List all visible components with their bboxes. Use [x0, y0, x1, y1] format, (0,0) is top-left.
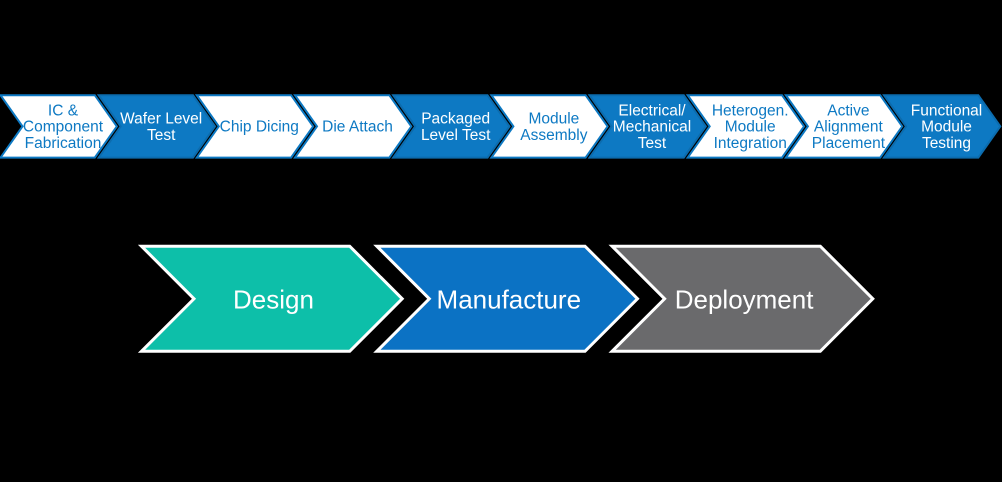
svg-text:Chip Dicing: Chip Dicing: [220, 119, 299, 136]
svg-text:Active: Active: [827, 102, 869, 119]
svg-text:Manufacture: Manufacture: [437, 284, 582, 314]
svg-text:Alignment: Alignment: [814, 119, 884, 136]
svg-text:Functional: Functional: [911, 102, 983, 119]
svg-text:Module: Module: [725, 119, 776, 136]
svg-text:Integration: Integration: [714, 135, 787, 152]
svg-text:Design: Design: [233, 284, 314, 314]
svg-text:Electrical/: Electrical/: [618, 102, 686, 119]
svg-text:Module: Module: [528, 111, 579, 128]
svg-text:Testing: Testing: [922, 135, 971, 152]
svg-text:Packaged: Packaged: [421, 111, 490, 128]
svg-text:Assembly: Assembly: [520, 127, 587, 144]
svg-text:Component: Component: [23, 119, 104, 136]
svg-text:Die Attach: Die Attach: [322, 119, 393, 136]
svg-text:Mechanical: Mechanical: [613, 119, 691, 136]
svg-text:Placement: Placement: [812, 135, 886, 152]
svg-text:Module: Module: [921, 119, 972, 136]
svg-text:Level Test: Level Test: [421, 127, 491, 144]
svg-text:Deployment: Deployment: [675, 284, 815, 314]
svg-text:Test: Test: [147, 127, 176, 144]
svg-text:Test: Test: [638, 135, 667, 152]
svg-text:Heterogen.: Heterogen.: [712, 102, 789, 119]
svg-text:Wafer Level: Wafer Level: [120, 111, 202, 128]
svg-text:Fabrication: Fabrication: [25, 135, 102, 152]
svg-text:IC &: IC &: [48, 102, 79, 119]
